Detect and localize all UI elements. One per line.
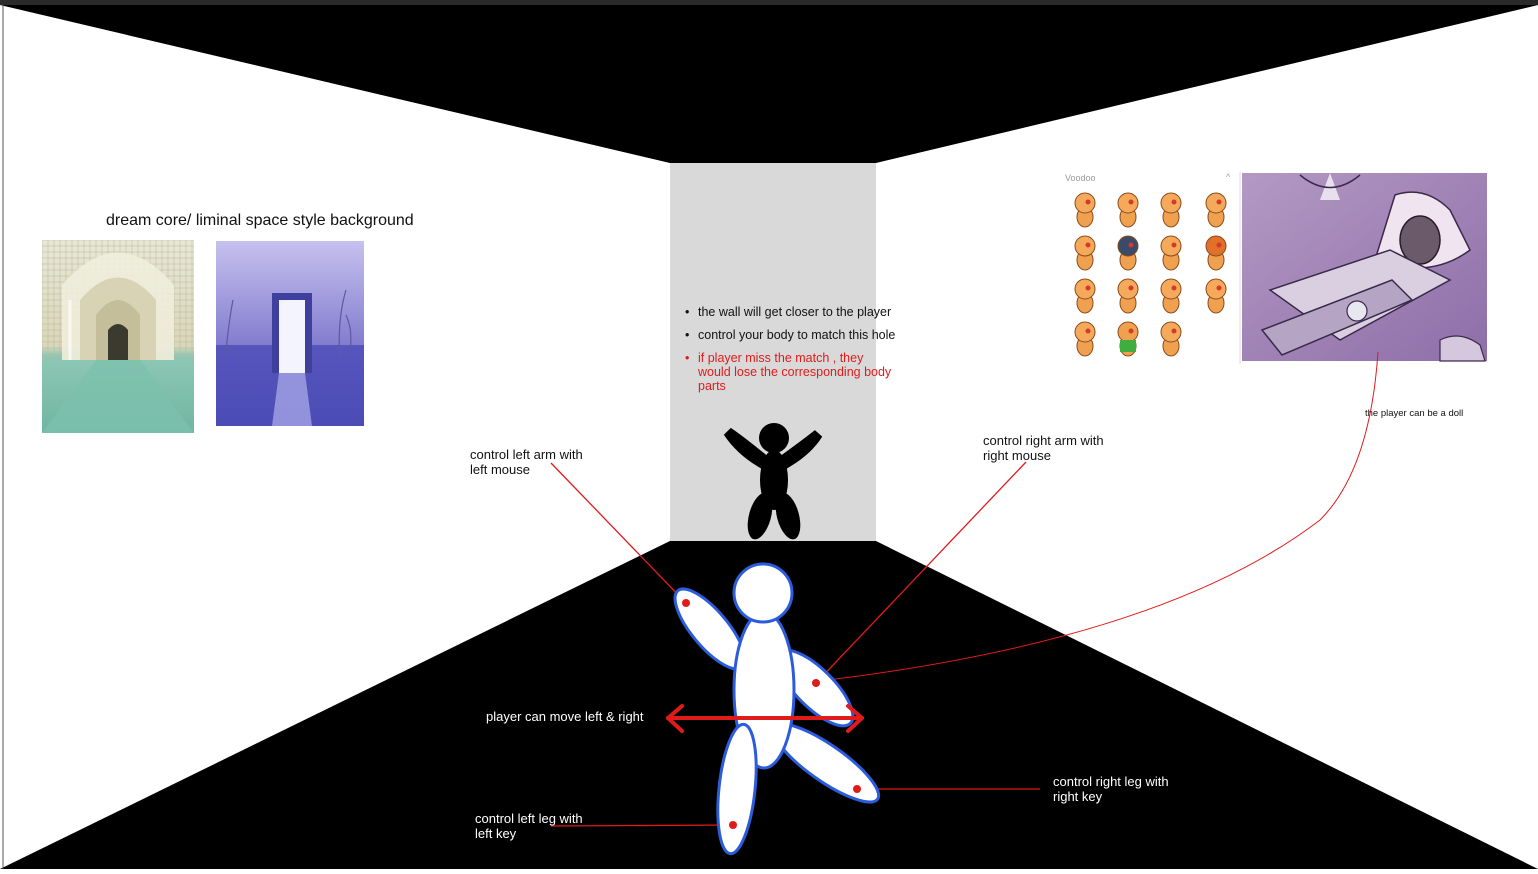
wall-note-closer: the wall will get closer to the player (684, 305, 914, 319)
voodoo-doll-sticker-icon[interactable] (1205, 192, 1227, 228)
voodoo-sticker-panel (1062, 168, 1241, 364)
voodoo-doll-sticker-icon[interactable] (1074, 235, 1096, 271)
wall-note-match: control your body to match this hole (684, 328, 914, 342)
voodoo-doll-sticker-icon[interactable] (1160, 235, 1182, 271)
wall-note-lose-parts: if player miss the match , they would lo… (684, 351, 914, 393)
player-ragdoll-figure-icon (673, 562, 881, 856)
top-bar (0, 0, 1538, 5)
voodoo-doll-sticker-icon[interactable] (1160, 192, 1182, 228)
doll-lying-in-bed-image (1242, 173, 1487, 362)
right-leg-label: control right leg with right key (1053, 774, 1169, 804)
voodoo-doll-sticker-icon[interactable] (1117, 278, 1139, 314)
collapse-caret-icon[interactable]: ^ (1226, 172, 1231, 182)
voodoo-doll-sticker-icon[interactable] (1074, 192, 1096, 228)
left-leg-label: control left leg with left key (475, 811, 583, 841)
voodoo-doll-sticker-icon[interactable] (1160, 278, 1182, 314)
sticker-panel-title: Voodoo (1065, 173, 1096, 183)
ceiling (0, 5, 1538, 163)
doll-note: the player can be a doll (1365, 408, 1464, 419)
right-arm-label: control right arm with right mouse (983, 433, 1104, 463)
voodoo-doll-sticker-icon[interactable] (1205, 235, 1227, 271)
annotation-dots (682, 599, 861, 829)
background-style-title: dream core/ liminal space style backgrou… (106, 212, 414, 229)
stick-figure-hole-icon (723, 423, 823, 540)
voodoo-doll-sticker-icon[interactable] (1205, 278, 1227, 314)
voodoo-doll-sticker-icon[interactable] (1160, 321, 1182, 357)
voodoo-doll-sticker-icon[interactable] (1074, 321, 1096, 357)
voodoo-doll-sticker-icon[interactable] (1074, 278, 1096, 314)
move-arrow-icon (666, 704, 864, 733)
annotation-lines (550, 351, 1379, 827)
voodoo-doll-sticker-icon[interactable] (1117, 321, 1139, 357)
voodoo-doll-sticker-icon[interactable] (1117, 235, 1139, 271)
door-in-purple-field-image (216, 241, 364, 426)
move-label: player can move left & right (486, 709, 644, 724)
wall-notes-list: the wall will get closer to the player c… (684, 305, 914, 402)
tiled-corridor-with-water-image (42, 240, 194, 433)
left-arm-label: control left arm with left mouse (470, 447, 583, 477)
voodoo-doll-sticker-icon[interactable] (1117, 192, 1139, 228)
